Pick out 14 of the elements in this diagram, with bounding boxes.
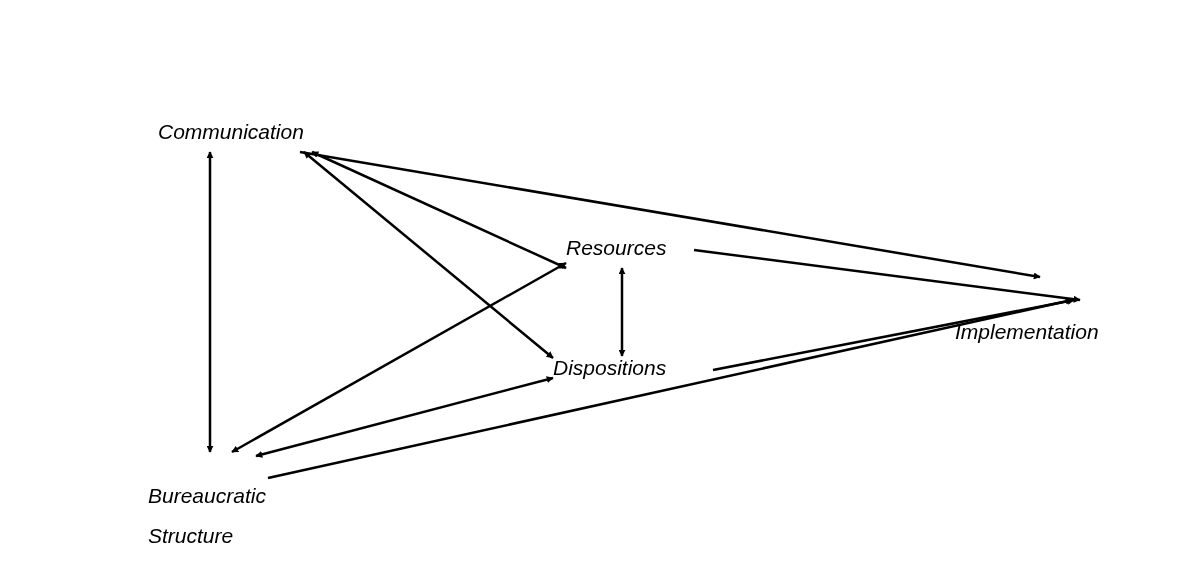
arrow [693,248,1081,303]
arrow [255,376,554,458]
arrow [206,151,214,453]
arrow [231,261,567,454]
node-label: Bureaucratic Structure [148,483,267,549]
arrow [299,150,1041,280]
arrow [311,150,567,270]
arrow [712,297,1075,372]
node-label: Resources [566,235,667,261]
node-label: Implementation [955,319,1099,345]
arrow [618,267,626,357]
arrow [303,151,554,359]
node-label: Dispositions [553,355,667,381]
node-label: Communication [158,119,304,145]
